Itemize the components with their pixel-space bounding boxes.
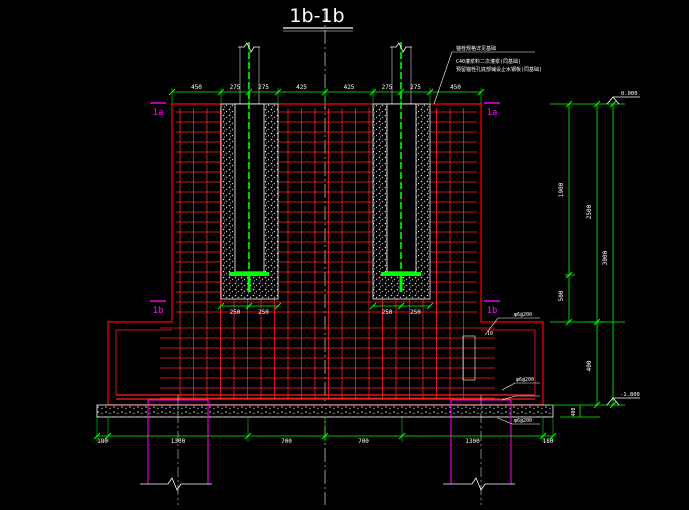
top-dim-label: 275	[258, 84, 269, 91]
note-line-2: C40灌浆料二次灌浆(同基础)	[456, 58, 521, 65]
bottom-dim-label: 1300	[171, 438, 186, 445]
bottom-dimensions: 180 1300 700 700 1300 180	[93, 417, 557, 445]
pocket-dim-tick	[217, 302, 225, 310]
elevation-mark-bottom	[606, 397, 640, 406]
pocket-dim-tick	[426, 302, 434, 310]
note-leader	[433, 51, 535, 105]
pocket-dim-tick	[274, 302, 282, 310]
pedestal-outline	[107, 103, 544, 406]
pocket-dim-label: 250	[410, 309, 421, 316]
top-dim-label: 275	[410, 84, 421, 91]
elevation-mark-top	[606, 96, 640, 105]
pocket-dim-tick	[397, 302, 405, 310]
section-mark-label: 1a	[153, 108, 164, 118]
top-dimension-labels: 450 275 275 425 425 275 275 450	[191, 84, 461, 91]
right-dim-base: 400	[571, 407, 577, 416]
top-dim-label: 450	[191, 84, 202, 91]
top-dim-label: 450	[450, 84, 461, 91]
anchor-plate-left	[229, 272, 269, 276]
bottom-dim-label: 180	[97, 438, 108, 445]
bolt-break-left	[238, 42, 260, 53]
pocket-dimensions: 250 250 250 250	[217, 302, 434, 316]
note-line-1: 锚栓规格详见基础	[456, 45, 496, 52]
section-mark-label: 1b	[487, 306, 498, 316]
bottom-dim-label: 1300	[465, 438, 480, 445]
drawing-title: 1b-1b	[289, 5, 344, 27]
footing-side-detail	[462, 317, 540, 425]
pocket-dim-tick	[245, 302, 253, 310]
bolt-break-right	[390, 42, 412, 53]
bottom-dim-label: 700	[281, 438, 292, 445]
side-tag-4: φ6@200	[514, 418, 532, 424]
top-dim-label: 425	[296, 84, 307, 91]
anchor-plate-right	[381, 272, 421, 276]
elevation-bottom-label: -1.800	[620, 392, 640, 398]
bottom-dim-label: 180	[543, 438, 554, 445]
rebar-grid	[115, 108, 536, 400]
pocket-dim-label: 250	[230, 309, 241, 316]
top-dimension-ticks	[168, 88, 485, 104]
top-dim-label: 275	[382, 84, 393, 91]
right-dim-middle: 2500	[586, 204, 593, 219]
rebar-footing-stirrup-right	[481, 329, 536, 395]
right-dim-outer: 3000	[602, 250, 609, 265]
section-marks: 1a 1a 1b 1b	[150, 102, 500, 316]
pile-break-left	[140, 477, 212, 491]
bottom-dim-label: 700	[358, 438, 369, 445]
note-line-3: 预留锚栓孔底部铺设止水钢板(同基础)	[456, 66, 542, 73]
section-mark-label: 1b	[153, 306, 164, 316]
bedding-layer	[96, 404, 554, 418]
side-tag-1: 10	[487, 331, 493, 337]
pocket-dim-tick	[369, 302, 377, 310]
top-dim-label: 425	[344, 84, 355, 91]
rebar-footing-stirrup-left	[115, 329, 172, 395]
pocket-dim-label: 250	[258, 309, 269, 316]
side-tag-3: φ6@200	[516, 377, 534, 383]
top-dim-label: 275	[230, 84, 241, 91]
right-dim-ticks	[565, 100, 617, 409]
side-tag-2: φ6@200	[514, 312, 532, 318]
right-dim-inner-1: 1900	[558, 182, 565, 197]
right-dim-inner-2: 500	[558, 290, 565, 301]
pocket-dim-label: 250	[382, 309, 393, 316]
elevation-top-label: 0.000	[621, 91, 638, 97]
section-mark-label: 1a	[487, 108, 498, 118]
pile-break-right	[443, 477, 515, 491]
right-dim-lower: 400	[586, 360, 593, 371]
